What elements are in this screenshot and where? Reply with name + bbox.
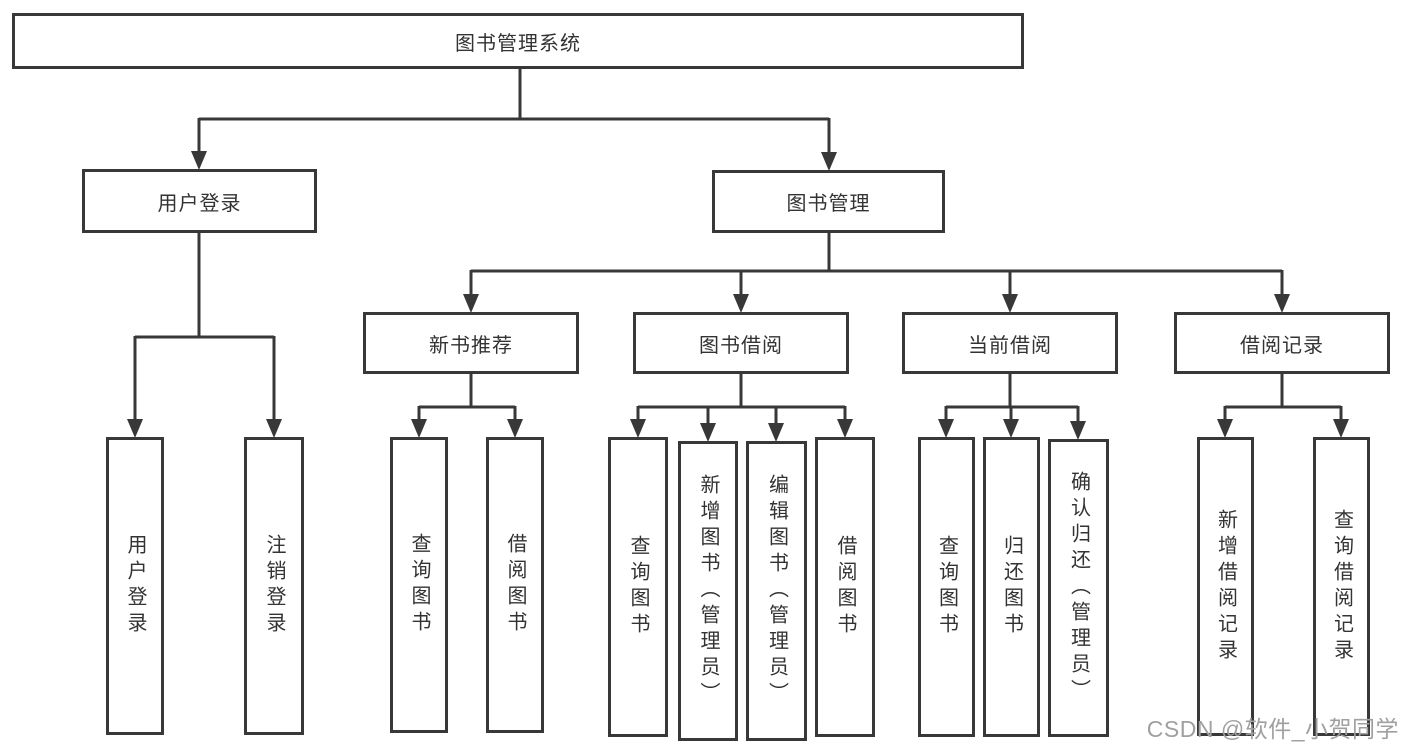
- node-user-login: 用户登录: [82, 169, 317, 233]
- leaf-current-query-books: 查询图书: [918, 437, 975, 737]
- node-borrowing-records: 借阅记录: [1174, 312, 1390, 374]
- leaf-current-return-books: 归还图书: [983, 437, 1040, 737]
- leaf-logout: 注销登录: [244, 437, 304, 735]
- leaf-user-login: 用户登录: [106, 437, 164, 735]
- leaf-borrowing-borrow-books: 借阅图书: [815, 437, 875, 737]
- leaf-borrowing-add-books-admin: 新增图书（管理员）: [678, 441, 738, 741]
- node-library-management-system: 图书管理系统: [12, 13, 1024, 69]
- node-new-book-recommendation: 新书推荐: [363, 312, 579, 374]
- node-book-borrowing: 图书借阅: [633, 312, 849, 374]
- leaf-recommend-borrow-books: 借阅图书: [486, 437, 544, 733]
- node-book-management: 图书管理: [712, 170, 945, 233]
- leaf-records-query-record: 查询借阅记录: [1313, 437, 1370, 736]
- node-current-borrowing: 当前借阅: [902, 312, 1118, 374]
- leaf-current-confirm-return-admin: 确认归还（管理员）: [1048, 439, 1109, 737]
- leaf-borrowing-edit-books-admin: 编辑图书（管理员）: [746, 441, 807, 741]
- leaf-recommend-query-books: 查询图书: [390, 437, 448, 733]
- leaf-borrowing-query-books: 查询图书: [608, 437, 668, 737]
- watermark: CSDN @软件_小贺同学: [1146, 716, 1399, 742]
- arrowheads: [127, 151, 1349, 442]
- leaf-records-add-record: 新增借阅记录: [1197, 437, 1254, 736]
